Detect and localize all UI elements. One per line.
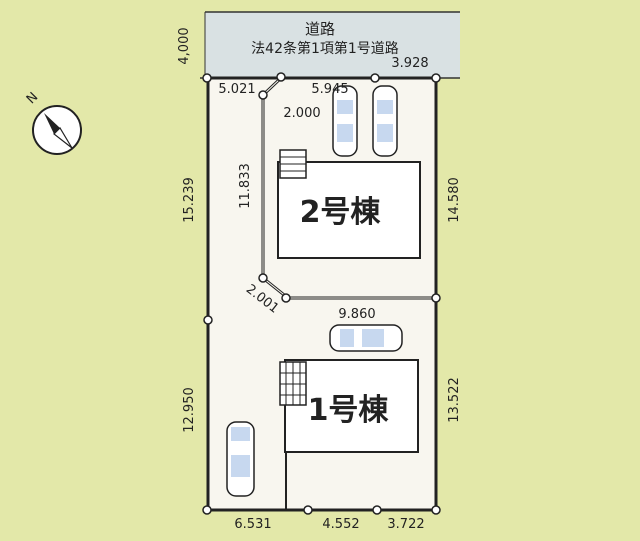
- car-icon: [372, 85, 398, 157]
- dim-right-lower: 13.522: [447, 377, 462, 423]
- dim-bottom-left: 6.531: [234, 517, 271, 532]
- dim-top-mid: 5.945: [311, 82, 348, 97]
- dim-mid-boundary: 9.860: [338, 307, 375, 322]
- dim-corner-cut-top: 2.000: [283, 106, 320, 121]
- stairs-icon: [279, 361, 307, 406]
- stairs-icon: [279, 149, 307, 179]
- compass-north-label: N: [24, 90, 41, 107]
- car-icon: [226, 421, 255, 497]
- dim-inner-left: 11.833: [238, 163, 253, 209]
- dim-top-right: 3.928: [391, 56, 428, 71]
- car-icon: [329, 324, 403, 352]
- dim-left-lower: 12.950: [182, 387, 197, 433]
- road-area: [205, 12, 460, 78]
- compass-icon: N: [24, 90, 82, 155]
- road-law: 法42条第1項第1号道路: [251, 40, 399, 57]
- dim-bottom-right: 3.722: [387, 517, 424, 532]
- building-1: [284, 359, 419, 453]
- dim-bottom-mid: 4.552: [322, 517, 359, 532]
- dim-right-upper: 14.580: [447, 177, 462, 223]
- building-2-label: 2号棟: [300, 195, 382, 230]
- dim-left-upper: 15.239: [182, 177, 197, 223]
- car-icon: [332, 85, 358, 157]
- building-1-label: 1号棟: [308, 393, 390, 428]
- dim-top-left: 5.021: [218, 82, 255, 97]
- boundary-markers: [202, 72, 441, 515]
- road-width-label: 4,000: [177, 27, 192, 64]
- road-title: 道路: [305, 20, 335, 38]
